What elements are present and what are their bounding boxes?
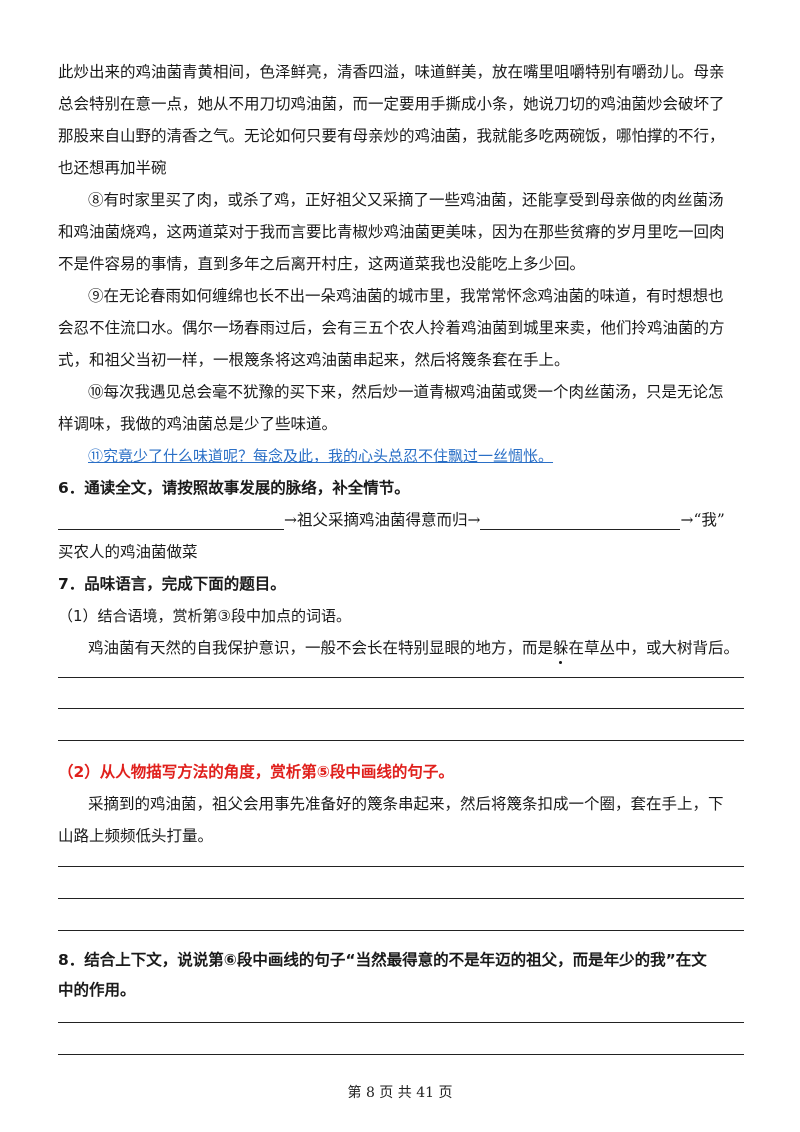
dotted-word: 躲 — [553, 639, 569, 664]
question-7-sub-1: （1）结合语境，赏析第③段中加点的词语。 — [58, 607, 351, 625]
answer-blank-2[interactable] — [480, 513, 681, 530]
answer-line[interactable] — [58, 1022, 744, 1023]
question-7-title: 7．品味语言，完成下面的题目。 — [58, 575, 286, 593]
passage-line: ⑧有时家里买了肉，或杀了鸡，正好祖父又采摘了一些鸡油菌，还能享受到母亲做的肉丝菌… — [88, 191, 724, 209]
question-8-title: 中的作用。 — [58, 981, 136, 999]
question-7-quote-2: 采摘到的鸡油菌，祖父会用事先准备好的篾条串起来，然后将篾条扣成一个圈，套在手上，… — [88, 795, 724, 813]
passage-line: 那股来自山野的清香之气。无论如何只要有母亲炒的鸡油菌，我就能多吃两碗饭，哪怕撑的… — [58, 127, 725, 145]
plot-segment: →祖父采摘鸡油菌得意而归→ — [284, 511, 481, 529]
quote-text: 在草丛中，或大树背后。 — [568, 639, 740, 657]
answer-line[interactable] — [58, 708, 744, 709]
plot-segment-continued: 买农人的鸡油菌做菜 — [58, 543, 198, 561]
passage-line: 也还想再加半碗 — [58, 159, 167, 177]
passage-line: ⑩每次我遇见总会毫不犹豫的买下来，然后炒一道青椒鸡油菌或煲一个肉丝菌汤，只是无论… — [88, 383, 724, 401]
question-7-quote-2: 山路上频频低头打量。 — [58, 827, 214, 845]
answer-line[interactable] — [58, 898, 744, 899]
passage-line: 会忍不住流口水。偶尔一场春雨过后，会有三五个农人拎着鸡油菌到城里来卖，他们拎鸡油… — [58, 319, 725, 337]
question-7-sub-2: （2）从人物描写方法的角度，赏析第⑤段中画线的句子。 — [58, 763, 454, 781]
passage-line: 不是件容易的事情，直到多年之后离开村庄，这两道菜我也没能吃上多少回。 — [58, 255, 586, 273]
answer-line[interactable] — [58, 1054, 744, 1055]
passage-line: 此炒出来的鸡油菌青黄相间，色泽鲜亮，清香四溢，味道鲜美，放在嘴里咀嚼特别有嚼劲儿… — [58, 63, 725, 81]
answer-blank-1[interactable] — [58, 513, 284, 530]
passage-line: ⑨在无论春雨如何缠绵也长不出一朵鸡油菌的城市里，我常常怀念鸡油菌的味道，有时想想… — [88, 287, 724, 305]
answer-line[interactable] — [58, 930, 744, 931]
quote-text: 鸡油菌有天然的自我保护意识，一般不会长在特别显眼的地方，而是 — [88, 639, 554, 657]
plot-segment: →“我” — [680, 511, 725, 529]
page-number: 第 8 页 共 41 页 — [347, 1085, 453, 1101]
question-6-title: 6．通读全文，请按照故事发展的脉络，补全情节。 — [58, 479, 410, 497]
passage-line: 式，和祖父当初一样，一根篾条将这鸡油菌串起来，然后将篾条套在手上。 — [58, 351, 570, 369]
passage-line: 总会特别在意一点，她从不用刀切鸡油菌，而一定要用手撕成小条，她说刀切的鸡油菌炒会… — [58, 95, 725, 113]
passage-line: 样调味，我做的鸡油菌总是少了些味道。 — [58, 415, 338, 433]
answer-line[interactable] — [58, 677, 744, 678]
passage-line-highlighted: ⑪究竟少了什么味道呢？每念及此，我的心头总忍不住飘过一丝惆怅。 — [88, 446, 778, 466]
answer-line[interactable] — [58, 866, 744, 867]
answer-line[interactable] — [58, 740, 744, 741]
highlighted-sentence: ⑪究竟少了什么味道呢？每念及此，我的心头总忍不住飘过一丝惆怅。 — [88, 447, 554, 465]
passage-line: 和鸡油菌烧鸡，这两道菜对于我而言要比青椒炒鸡油菌更美味，因为在那些贫瘠的岁月里吃… — [58, 223, 725, 241]
question-7-quote-1: 鸡油菌有天然的自我保护意识，一般不会长在特别显眼的地方，而是躲在草丛中，或大树背… — [88, 638, 778, 664]
question-8-title: 8．结合上下文，说说第⑥段中画线的句子“当然最得意的不是年迈的祖父，而是年少的我… — [58, 951, 707, 969]
question-6-plot-line: →祖父采摘鸡油菌得意而归→ →“我” — [58, 510, 748, 530]
